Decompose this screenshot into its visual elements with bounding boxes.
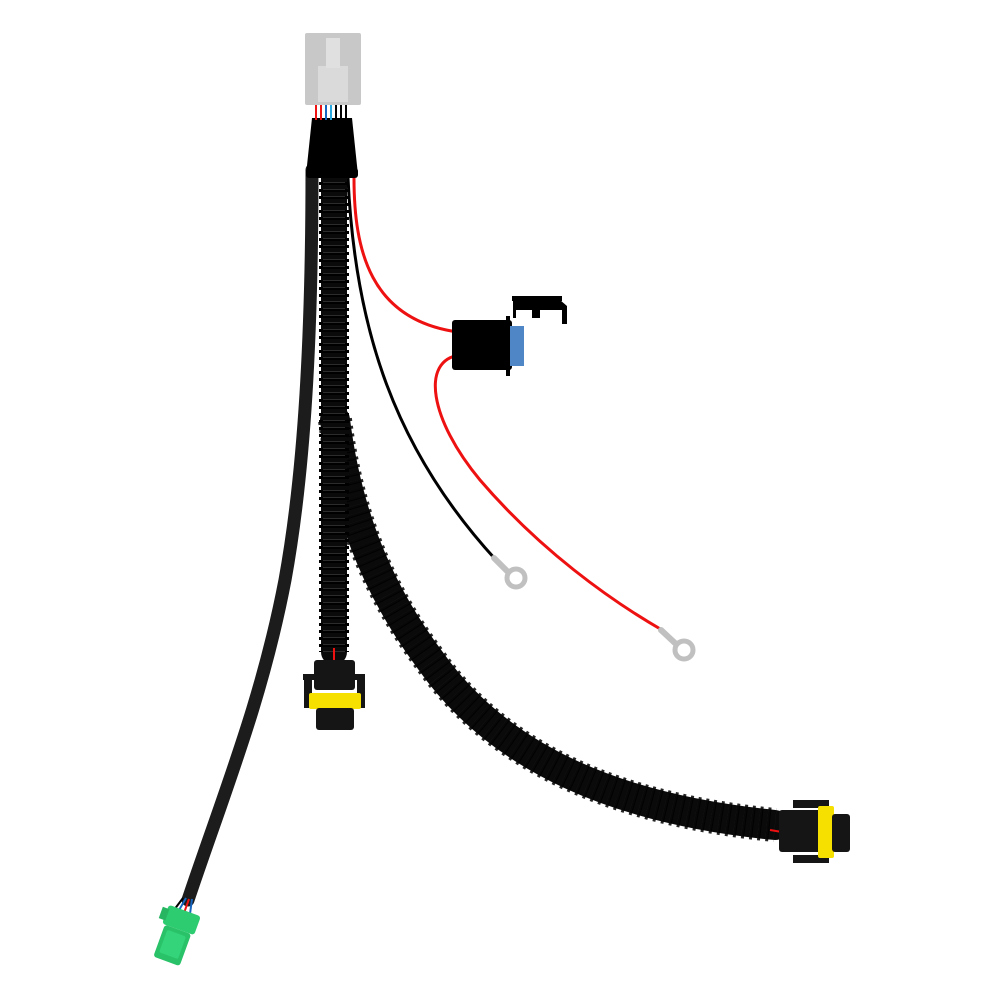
fuse-holder: [452, 296, 567, 376]
ground-wire: [346, 177, 498, 562]
split-boot: [306, 118, 358, 178]
sealed-connector-a: [303, 648, 365, 730]
main-plug-connector: [305, 33, 361, 105]
main-plug-wires: [315, 104, 347, 120]
ring-terminal-power: [658, 627, 696, 662]
sealed-connector-b: [769, 800, 850, 863]
sheathed-lead: [173, 163, 319, 915]
power-wire-upper: [352, 177, 459, 334]
power-wire-lower: [433, 353, 663, 632]
corrugated-conduit-long: [318, 405, 790, 842]
ring-terminal-ground: [491, 555, 528, 590]
green-mini-connector: [154, 905, 201, 966]
